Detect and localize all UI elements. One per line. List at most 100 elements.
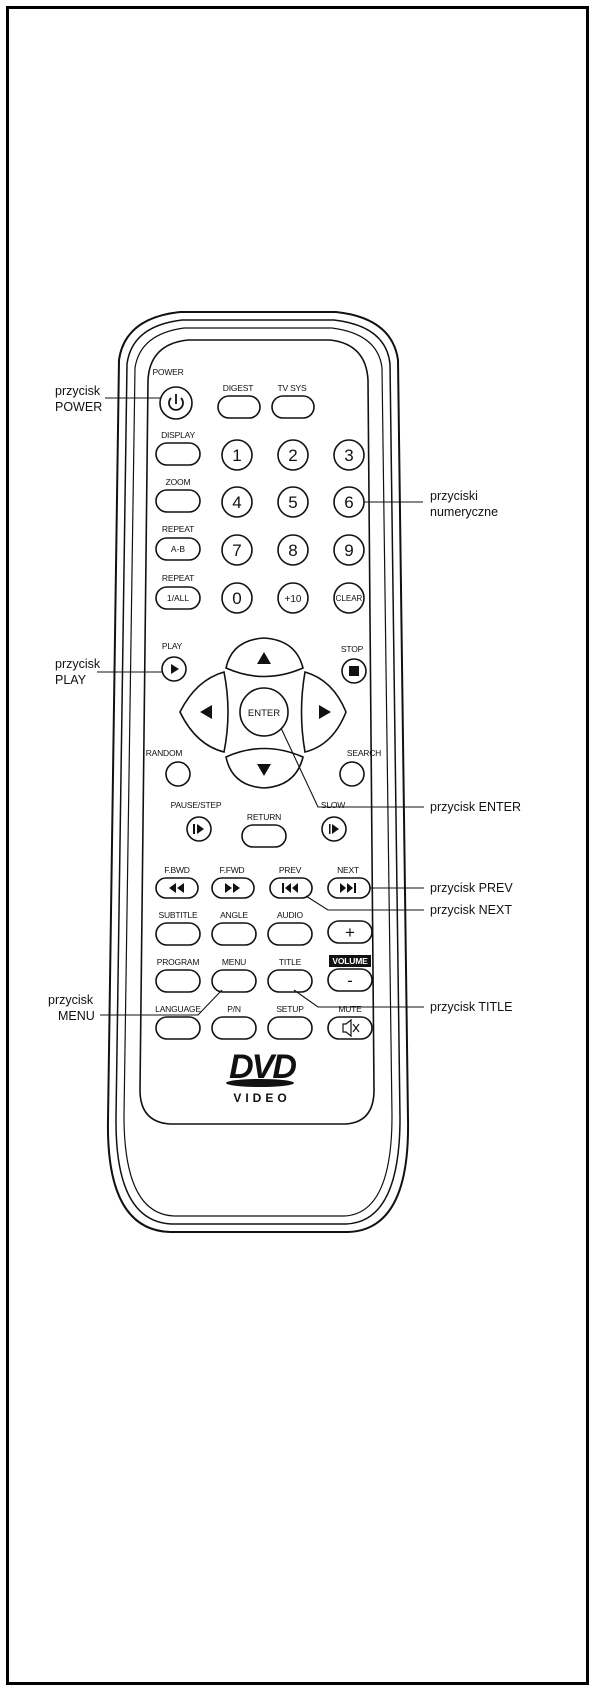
power-label: POWER — [152, 367, 183, 377]
enter-button[interactable] — [239, 687, 289, 737]
number-9-button[interactable] — [333, 534, 365, 566]
volume-up-button[interactable] — [327, 920, 373, 944]
title-button[interactable] — [267, 969, 313, 993]
skip-prev-icon — [282, 883, 298, 893]
repeat-ab-button[interactable] — [155, 537, 201, 561]
arrow-down-icon — [257, 764, 271, 776]
number-9-label: 9 — [344, 541, 353, 560]
fbwd-label: F.BWD — [164, 865, 190, 875]
number-6-label: 6 — [344, 493, 353, 512]
search-button[interactable] — [339, 761, 365, 787]
remote-inner-outline — [115, 319, 401, 1225]
callout-line-enter — [280, 727, 424, 808]
plus-10-button[interactable] — [277, 582, 309, 614]
pn-label: P/N — [227, 1004, 241, 1014]
number-1-label: 1 — [232, 446, 241, 465]
display-button[interactable] — [155, 442, 201, 466]
digest-button[interactable] — [217, 395, 261, 419]
display-label: DISPLAY — [161, 430, 195, 440]
zoom-button[interactable] — [155, 489, 201, 513]
number-3-button[interactable] — [333, 439, 365, 471]
callout-play-line2: PLAY — [55, 673, 87, 687]
number-4-button[interactable] — [221, 486, 253, 518]
enter-text: ENTER — [248, 708, 280, 719]
power-icon — [168, 394, 184, 411]
play-icon — [171, 664, 179, 674]
number-5-label: 5 — [288, 493, 297, 512]
ffwd-label: F.FWD — [220, 865, 245, 875]
dvd-video-logo: DVD VIDEO — [226, 1048, 298, 1105]
slow-icon — [329, 824, 339, 834]
program-label: PROGRAM — [157, 957, 200, 967]
number-7-label: 7 — [232, 541, 241, 560]
return-button[interactable] — [241, 824, 287, 848]
callout-enter: przycisk ENTER — [430, 800, 521, 814]
mute-button[interactable] — [327, 1016, 373, 1040]
random-label: RANDOM — [146, 748, 183, 758]
prev-label: PREV — [279, 865, 302, 875]
callout-power-line1: przycisk — [55, 384, 101, 398]
arrow-left-icon — [200, 705, 212, 719]
number-1-button[interactable] — [221, 439, 253, 471]
menu-button[interactable] — [211, 969, 257, 993]
volume-label: VOLUME — [332, 956, 368, 966]
number-8-button[interactable] — [277, 534, 309, 566]
digest-label: DIGEST — [223, 383, 253, 393]
callout-menu-line1: przycisk — [48, 993, 94, 1007]
number-3-label: 3 — [344, 446, 353, 465]
setup-label: SETUP — [276, 1004, 304, 1014]
repeat-all-label: REPEAT — [162, 573, 194, 583]
angle-button[interactable] — [211, 922, 257, 946]
audio-label: AUDIO — [277, 910, 304, 920]
number-2-label: 2 — [288, 446, 297, 465]
stop-label: STOP — [341, 644, 364, 654]
callout-title: przycisk TITLE — [430, 1000, 512, 1014]
volume-label-bg — [329, 955, 371, 967]
page-frame — [6, 6, 589, 1685]
arrow-right-icon — [319, 705, 331, 719]
callout-numeric-line2: numeryczne — [430, 505, 498, 519]
svg-text:VIDEO: VIDEO — [233, 1091, 290, 1105]
callout-prev: przycisk PREV — [430, 881, 513, 895]
language-button[interactable] — [155, 1016, 201, 1040]
audio-button[interactable] — [267, 922, 313, 946]
mute-label: MUTE — [338, 1004, 362, 1014]
number-7-button[interactable] — [221, 534, 253, 566]
language-label: LANGUAGE — [155, 1004, 201, 1014]
angle-label: ANGLE — [220, 910, 248, 920]
number-4-label: 4 — [232, 493, 241, 512]
callout-next: przycisk NEXT — [430, 903, 512, 917]
clear-button[interactable] — [333, 582, 365, 614]
number-0-label: 0 — [232, 589, 241, 608]
number-0-button[interactable] — [221, 582, 253, 614]
repeat-all-text: 1/ALL — [167, 593, 189, 603]
fast-forward-icon — [225, 883, 240, 893]
pn-button[interactable] — [211, 1016, 257, 1040]
subtitle-button[interactable] — [155, 922, 201, 946]
menu-label: MENU — [222, 957, 246, 967]
random-button[interactable] — [165, 761, 191, 787]
volume-down-button[interactable] — [327, 968, 373, 992]
return-label: RETURN — [247, 812, 281, 822]
program-button[interactable] — [155, 969, 201, 993]
number-5-button[interactable] — [277, 486, 309, 518]
callout-menu-line2: MENU — [58, 1009, 95, 1023]
remote-third-outline — [123, 327, 393, 1217]
repeat-all-button[interactable] — [155, 586, 201, 610]
setup-button[interactable] — [267, 1016, 313, 1040]
number-2-button[interactable] — [277, 439, 309, 471]
arrow-up-icon — [257, 652, 271, 664]
callout-numeric-line1: przyciski — [430, 489, 478, 503]
repeat-ab-label: REPEAT — [162, 524, 194, 534]
tv-sys-button[interactable] — [271, 395, 315, 419]
subtitle-label: SUBTITLE — [158, 910, 198, 920]
rewind-icon — [169, 883, 184, 893]
callout-line-menu — [100, 989, 223, 1016]
remote-panel-outline — [139, 339, 375, 1125]
volume-down-text: - — [347, 971, 353, 990]
skip-next-icon — [340, 883, 356, 893]
clear-text: CLEAR — [336, 594, 363, 603]
pause-step-label: PAUSE/STEP — [171, 800, 222, 810]
title-label: TITLE — [279, 957, 302, 967]
